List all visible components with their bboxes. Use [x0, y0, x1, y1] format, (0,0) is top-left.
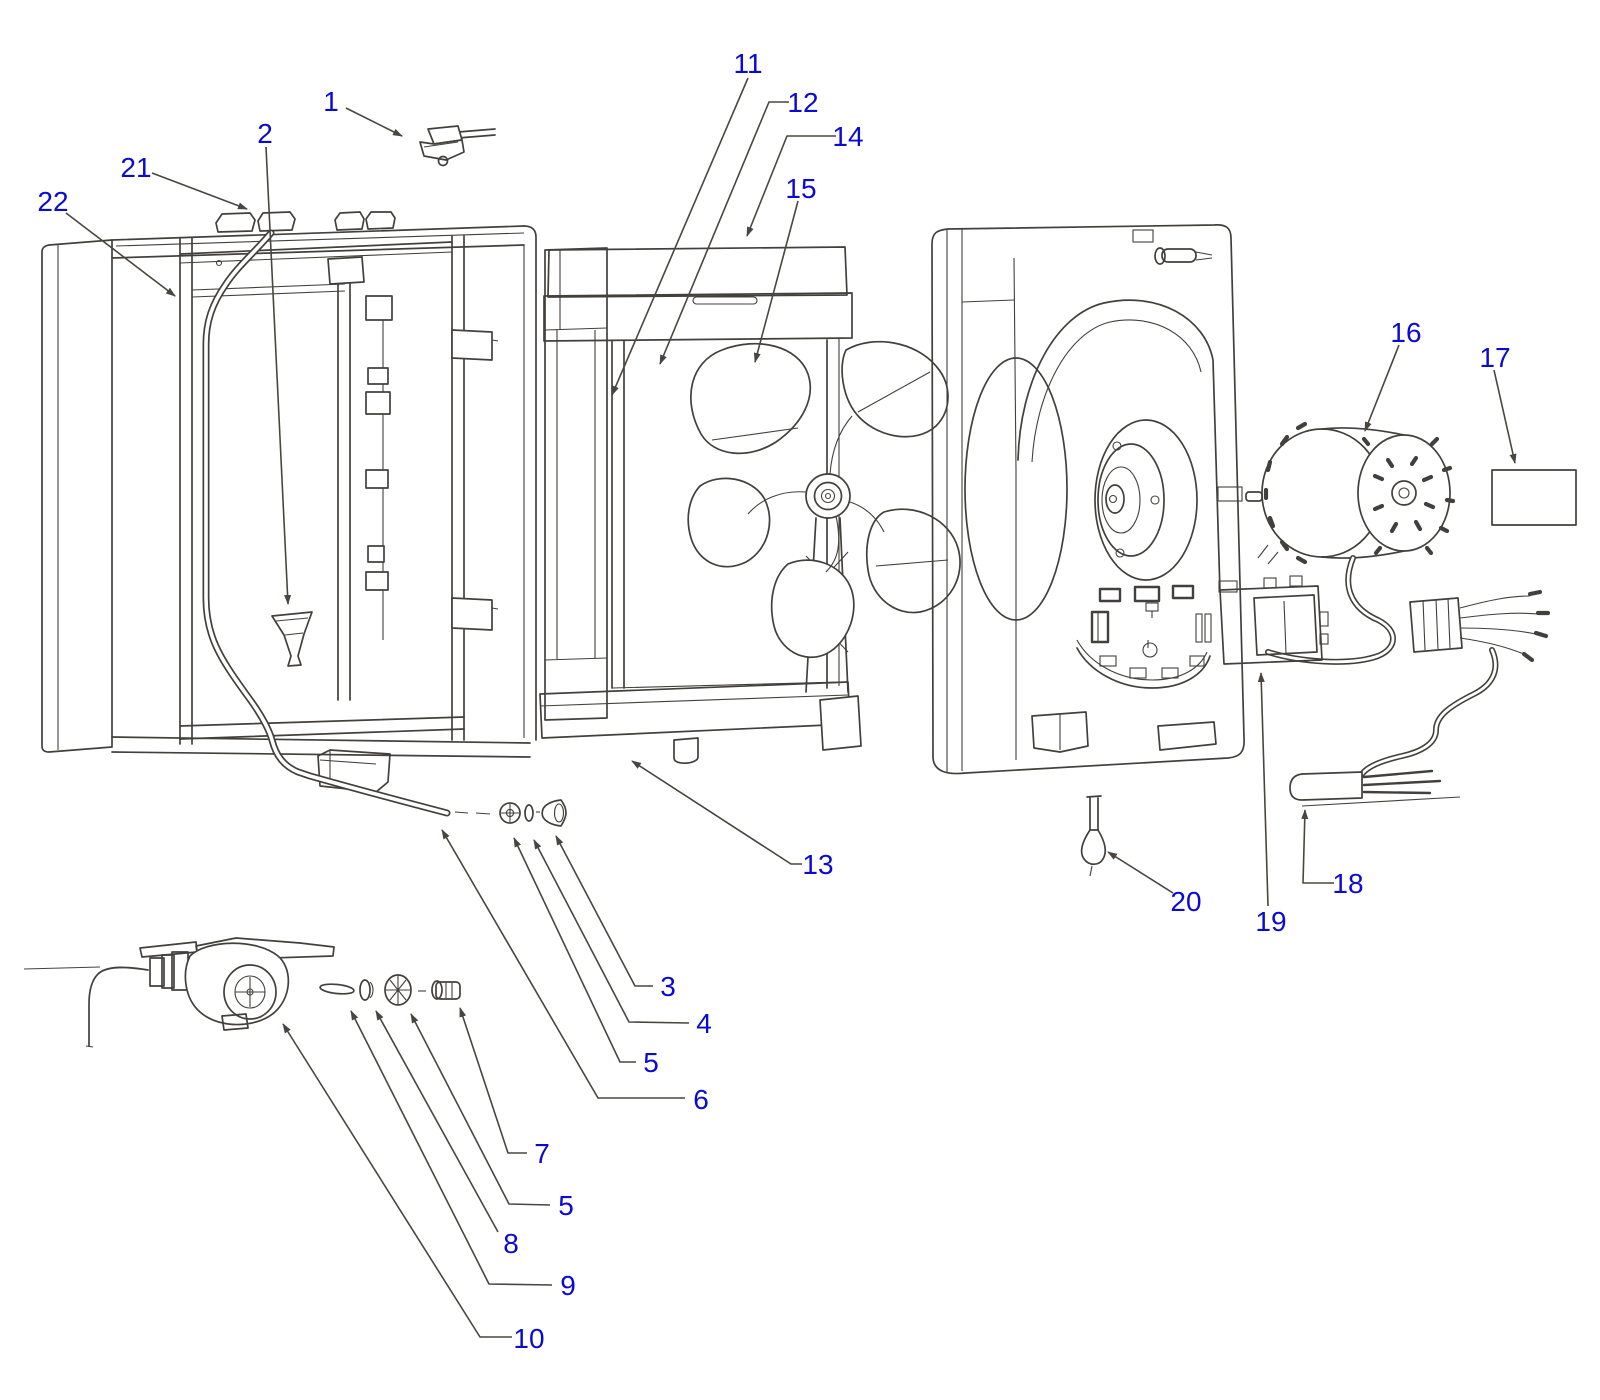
tube-washer — [524, 804, 534, 822]
callout-15: 15 — [785, 173, 816, 204]
callout-9: 9 — [560, 1270, 576, 1301]
leader-5a — [513, 837, 636, 1063]
blower-panel-assembly — [931, 224, 1245, 775]
hinge-pin — [319, 983, 355, 995]
leader-13 — [631, 760, 802, 865]
leader-2 — [265, 146, 292, 605]
callout-14: 14 — [832, 121, 863, 152]
leader-21 — [151, 172, 248, 210]
refrigerant-tube — [202, 229, 567, 827]
callout-19: 19 — [1255, 906, 1286, 937]
callout-6: 6 — [693, 1084, 709, 1115]
leader-12 — [659, 101, 789, 365]
leader-11 — [611, 77, 749, 396]
mount-screw — [431, 980, 461, 1000]
drain-funnel — [271, 611, 313, 667]
callout-labels: 1 2 21 22 11 12 14 15 16 17 3 4 5 6 7 5 … — [37, 48, 1510, 1354]
tube-screw — [499, 802, 521, 824]
fan-blade — [687, 340, 961, 659]
panel-screw — [1154, 247, 1213, 265]
power-cord — [1289, 589, 1551, 807]
callout-4: 4 — [696, 1008, 712, 1039]
leader-3 — [555, 835, 653, 987]
leader-22 — [65, 212, 176, 297]
callout-12: 12 — [787, 87, 818, 118]
callout-16: 16 — [1390, 317, 1421, 348]
callout-22: 22 — [37, 186, 68, 217]
control-knob — [384, 974, 426, 1006]
leader-14 — [746, 135, 836, 237]
callout-18: 18 — [1332, 868, 1363, 899]
leader-4 — [533, 839, 690, 1024]
tube-grommet — [541, 799, 567, 827]
dome-washer — [359, 979, 374, 1001]
plug — [1289, 769, 1461, 807]
leader-9 — [350, 1010, 553, 1286]
sensor-pin — [1080, 795, 1107, 877]
leader-5b — [410, 1013, 551, 1206]
callout-13: 13 — [802, 849, 833, 880]
cabinet-wrap-assembly — [41, 211, 537, 793]
callout-1: 1 — [323, 86, 339, 117]
callout-5b: 5 — [558, 1190, 574, 1221]
callout-10: 10 — [513, 1323, 544, 1354]
leader-20 — [1107, 851, 1174, 894]
leader-7 — [459, 1007, 527, 1154]
leader-18 — [1301, 809, 1334, 884]
capacitor — [1219, 575, 1329, 665]
leader-6 — [441, 829, 685, 1099]
callout-leaders — [65, 77, 1517, 1338]
leader-19 — [1257, 672, 1269, 907]
callout-5a: 5 — [643, 1047, 659, 1078]
callout-3: 3 — [660, 971, 676, 1002]
callout-7: 7 — [534, 1138, 550, 1169]
callout-8: 8 — [503, 1228, 519, 1259]
thermostat-assembly — [23, 937, 461, 1048]
leader-1 — [345, 107, 403, 137]
callout-20: 20 — [1170, 886, 1201, 917]
callout-2: 2 — [257, 118, 273, 149]
leader-16 — [1364, 344, 1400, 432]
callout-11: 11 — [733, 48, 762, 79]
nameplate-label — [1491, 469, 1577, 526]
leader-17 — [1493, 369, 1517, 464]
callout-17: 17 — [1479, 342, 1510, 373]
coil-fan-assembly — [539, 246, 961, 764]
leader-10 — [282, 1023, 512, 1338]
leader-8 — [375, 1010, 499, 1233]
fan-motor — [1245, 421, 1456, 665]
mounting-clip — [419, 125, 496, 167]
leader-15 — [753, 200, 799, 363]
callout-21: 21 — [120, 152, 151, 183]
